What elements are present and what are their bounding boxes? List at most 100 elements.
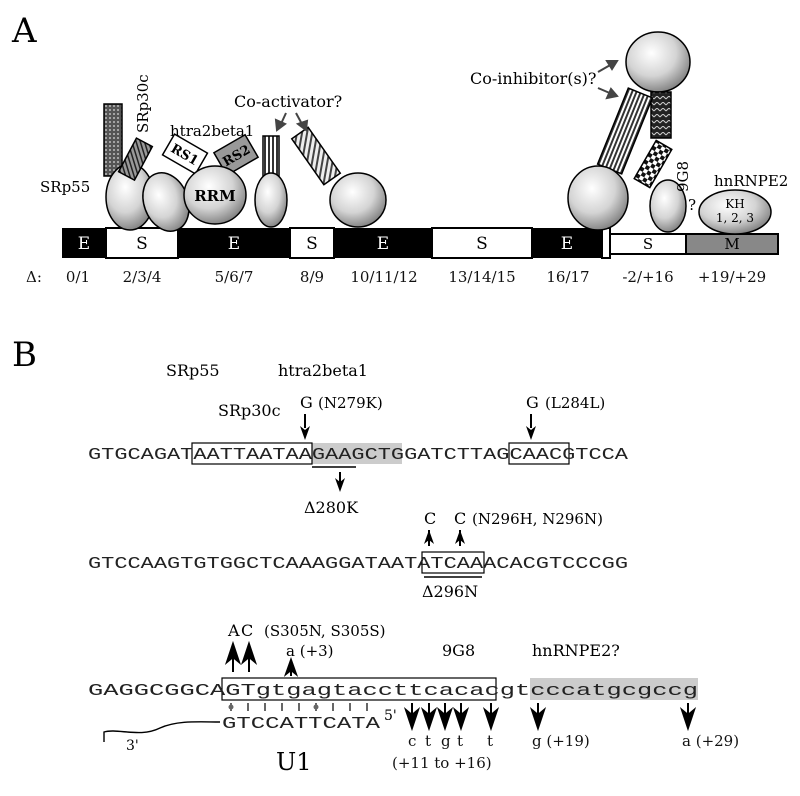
- segment-label-s3: S: [476, 234, 488, 254]
- segment-e3: [334, 228, 432, 258]
- mut-s305-label: (S305N, S305S): [264, 622, 386, 640]
- highlight-aagaag: [312, 443, 402, 464]
- seq1-f: CAACGTCCA: [509, 445, 628, 464]
- hnrnpe2-protein: KH 1, 2, 3: [698, 189, 772, 235]
- label-srp55: SRp55: [40, 178, 90, 196]
- seq3-b: GTgtgagtaccttcacac: [225, 681, 499, 700]
- delta-7: 16/17: [546, 268, 589, 286]
- segment-s1: [105, 227, 179, 259]
- segment-s3: [431, 227, 533, 259]
- delta-5: 10/11/12: [350, 268, 417, 286]
- seq1-e: TTAG: [457, 445, 510, 464]
- label-hnrnpe2: hnRNPE2: [714, 172, 788, 190]
- box-gtgtgagt: [221, 677, 497, 701]
- mut-g-l284l-label: (L284L): [545, 394, 605, 412]
- coactivator-arrows: [274, 112, 309, 132]
- mut-bottom-t2: t: [457, 732, 463, 750]
- box-taattaat: [191, 442, 313, 465]
- delta-prefix: Δ:: [26, 268, 42, 286]
- mut-g-n279k: G: [300, 393, 313, 412]
- seq3-a: GAGGCGGCA: [88, 681, 225, 700]
- mut-range: (+11 to +16): [392, 754, 492, 772]
- mut-bottom-g19: g (+19): [532, 732, 590, 750]
- htra2beta1-protein: RS1 RS2 RRM: [161, 133, 260, 225]
- segment-label-e3: E: [377, 234, 389, 254]
- delta-9: +19/+29: [698, 268, 766, 286]
- label-htra2beta1: htra2beta1: [170, 122, 254, 140]
- label-5prime: 5': [384, 708, 397, 724]
- segment-label-e4: E: [561, 234, 573, 254]
- panel-b-letter: B: [12, 335, 37, 375]
- delta-8: -2/+16: [622, 268, 673, 286]
- sequence-line-3: A C (S305N, S305S) a (+3) 9G8 hnRNPE2? G…: [88, 621, 739, 776]
- seq3-c: gt: [500, 681, 531, 700]
- panel-a-letter: A: [11, 11, 37, 51]
- segment-label-m: M: [724, 235, 739, 253]
- label-b-srp30c: SRp30c: [218, 401, 281, 420]
- mut-c-2: C: [454, 509, 466, 528]
- deletion-280k: Δ280K: [304, 498, 359, 517]
- label-kh: KH: [725, 197, 744, 211]
- label-b-9g8: 9G8: [442, 641, 475, 660]
- mut-bottom-t1: t: [425, 732, 431, 750]
- segment-label-s1: S: [136, 234, 148, 254]
- deletion-296n: Δ296N: [422, 582, 478, 601]
- highlight-cccatgcgccg: [530, 678, 698, 700]
- segment-label-e2: E: [228, 234, 240, 254]
- segment-label-s4: S: [643, 235, 653, 253]
- mut-bottom-c: c: [408, 732, 416, 750]
- u1-sequence: GTCCATTCATA: [222, 714, 380, 733]
- segment-e4: [532, 228, 602, 258]
- seq3-d: cccatgcgccg: [530, 681, 698, 700]
- coinhibitor-protein: [567, 31, 691, 231]
- label-9g8: 9G8: [674, 161, 692, 192]
- segment-label-s2: S: [306, 234, 318, 254]
- seq1-c: AAGAAG: [286, 445, 365, 464]
- label-co-activator: Co-activator?: [234, 92, 342, 111]
- delta-6: 13/14/15: [448, 268, 515, 286]
- segment-e1: [62, 228, 106, 258]
- seq1-d: CTGGATC: [365, 445, 457, 464]
- label-question: ?: [688, 196, 696, 214]
- seq1-b: TAATTAAT: [180, 445, 285, 464]
- label-u1: U1: [276, 748, 312, 776]
- box-aata: [421, 551, 485, 574]
- seq2-b: AATA: [378, 554, 431, 573]
- sequence-line-2: C C (N296H, N296N) GTCCAAGTGTGGCTCAAAGGA…: [88, 509, 628, 601]
- segment-label-e1: E: [78, 234, 90, 254]
- coactivator-protein-2: [290, 126, 387, 228]
- label-co-inhibitor: Co-inhibitor(s)?: [470, 69, 596, 88]
- segment-e2: [178, 228, 290, 258]
- mut-c-1: C: [424, 509, 436, 528]
- mut-a-plus3: a (+3): [286, 642, 334, 660]
- label-b-srp55: SRp55: [166, 361, 220, 380]
- coactivator-protein-1: [254, 135, 288, 228]
- mut-bottom-t3: t: [487, 732, 493, 750]
- label-srp30c: SRp30c: [134, 74, 152, 133]
- mut-a: A: [227, 621, 240, 640]
- mut-c: C: [241, 621, 253, 640]
- mut-g-n279k-label: (N279K): [318, 394, 383, 412]
- mut-g-l284l: G: [526, 393, 539, 412]
- delta-2: 2/3/4: [123, 268, 162, 286]
- label-3prime: 3': [126, 738, 139, 754]
- mut-n296-label: (N296H, N296N): [472, 510, 603, 528]
- delta-3: 5/6/7: [215, 268, 254, 286]
- mut-bottom-a29: a (+29): [682, 732, 739, 750]
- exon-segment-bar: [62, 227, 779, 259]
- srp30c-protein: [117, 137, 190, 232]
- mut-bottom-g: g: [441, 732, 451, 750]
- 9g8-protein: [633, 139, 687, 233]
- seq1-a: GTGCAGA: [88, 445, 180, 464]
- seq2-a: GTCCAAGTGTGGCTCAAAGGAT: [88, 554, 378, 573]
- delta-4: 8/9: [300, 268, 324, 286]
- delta-1: 0/1: [66, 268, 90, 286]
- box-ttag: [508, 442, 570, 465]
- label-b-hnrnpe2: hnRNPE2?: [532, 641, 620, 660]
- label-kh-numbers: 1, 2, 3: [716, 211, 754, 225]
